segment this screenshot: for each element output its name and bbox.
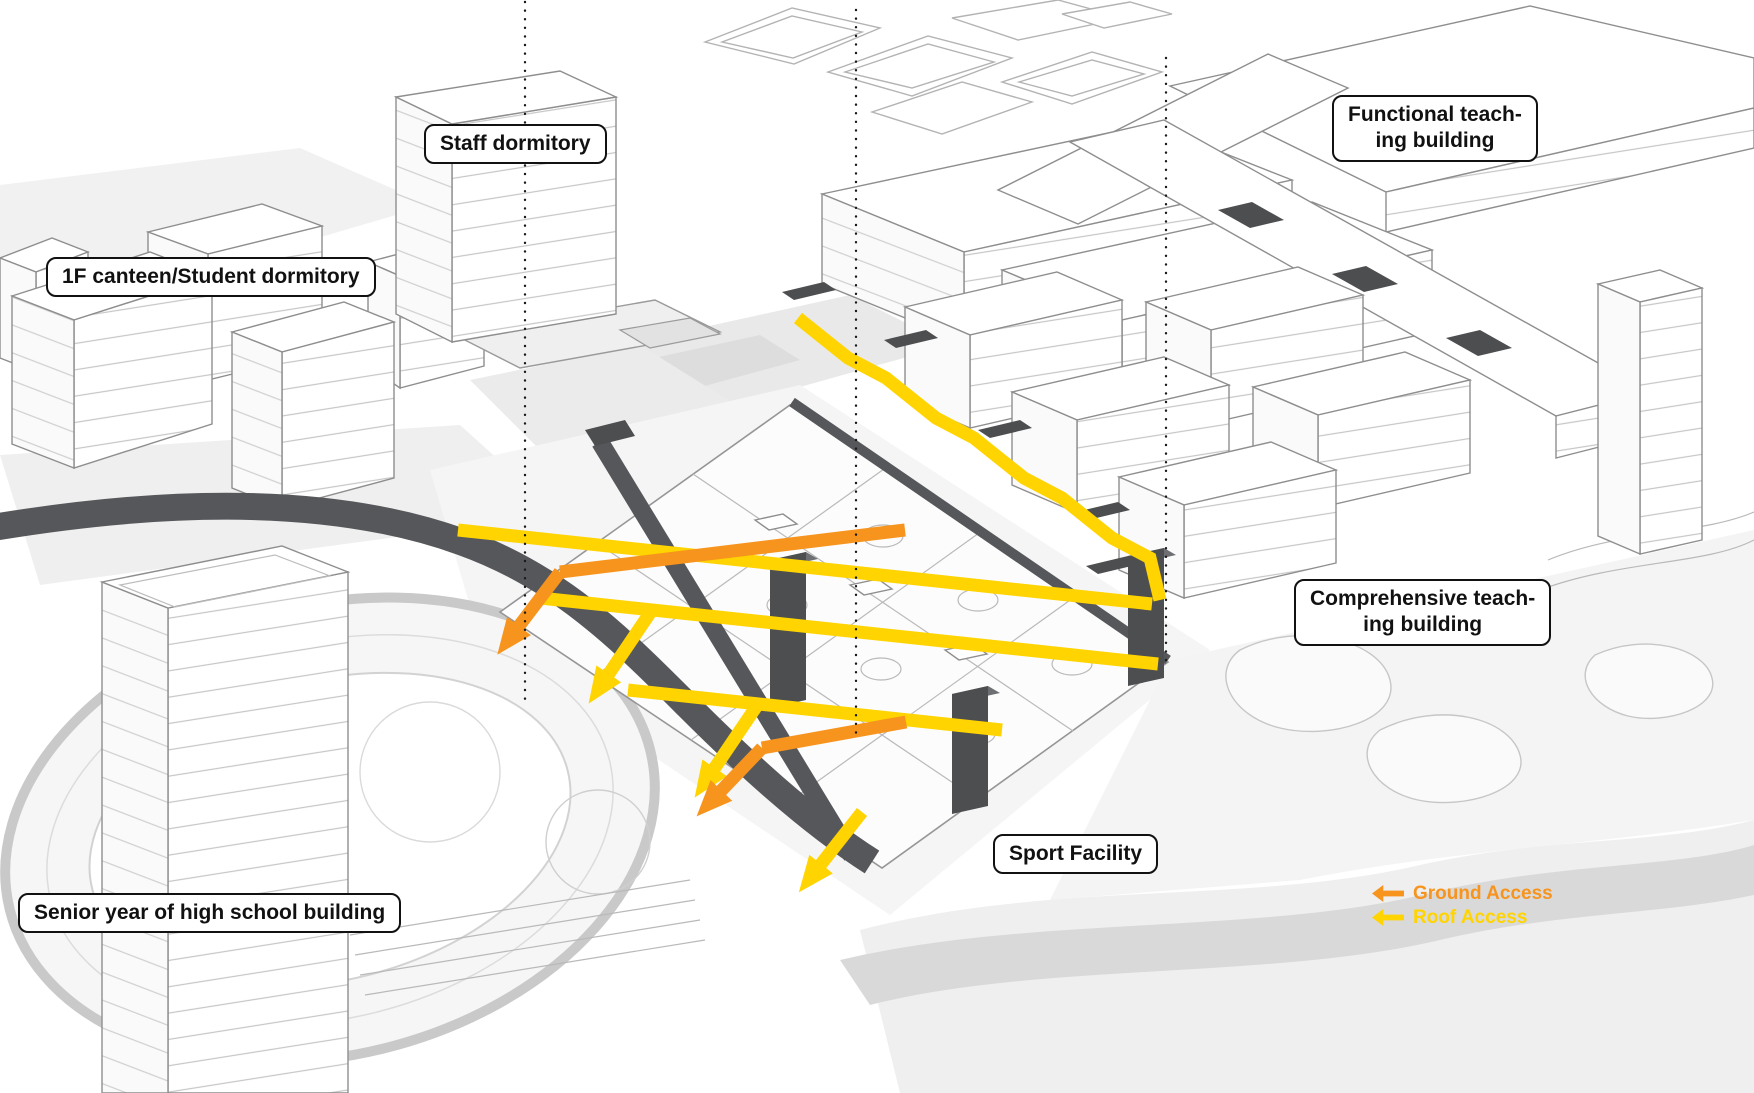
roof-access-arrow-1 xyxy=(588,606,658,704)
roof-access-paths xyxy=(457,312,1167,893)
roof-access-arrow-2 xyxy=(694,700,764,798)
label-canteen-student-dormitory: 1F canteen/Student dormitory xyxy=(46,257,376,298)
label-sport-facility: Sport Facility xyxy=(993,834,1159,875)
label-comprehensive-teaching-line2: ing building xyxy=(1363,613,1483,637)
legend: Ground Access Roof Access xyxy=(1372,884,1553,927)
roof-access-label: Roof Access xyxy=(1413,907,1528,928)
ground-access-arrow-2 xyxy=(696,743,767,817)
ground-access-arrow-1 xyxy=(497,568,566,655)
label-staff-dormitory: Staff dormitory xyxy=(424,124,607,165)
legend-roof-access: Roof Access xyxy=(1372,908,1553,927)
section-dotted-lines xyxy=(523,0,1168,737)
legend-ground-access: Ground Access xyxy=(1372,884,1553,903)
roof-access-arrow-3 xyxy=(798,807,868,893)
label-functional-teaching-line1: Functional teach- xyxy=(1348,103,1522,126)
label-comprehensive-teaching-line1: Comprehensive teach- xyxy=(1310,587,1536,610)
label-senior-high-school-building: Senior year of high school building xyxy=(18,893,402,934)
label-comprehensive-teaching-building: Comprehensive teach- ing building xyxy=(1294,579,1552,646)
roof-access-arrow-icon xyxy=(1372,909,1404,926)
label-functional-teaching-building: Functional teach- ing building xyxy=(1332,95,1538,162)
ground-access-label: Ground Access xyxy=(1413,883,1553,904)
ground-access-paths xyxy=(497,523,908,817)
label-functional-teaching-line2: ing building xyxy=(1375,129,1495,153)
ground-access-arrow-icon xyxy=(1372,885,1404,902)
context-buildings xyxy=(702,0,1173,135)
canteen-student-dormitory-buildings xyxy=(0,203,487,510)
staff-dormitory-building xyxy=(393,70,723,369)
senior-high-school-building-tower xyxy=(99,545,351,1093)
